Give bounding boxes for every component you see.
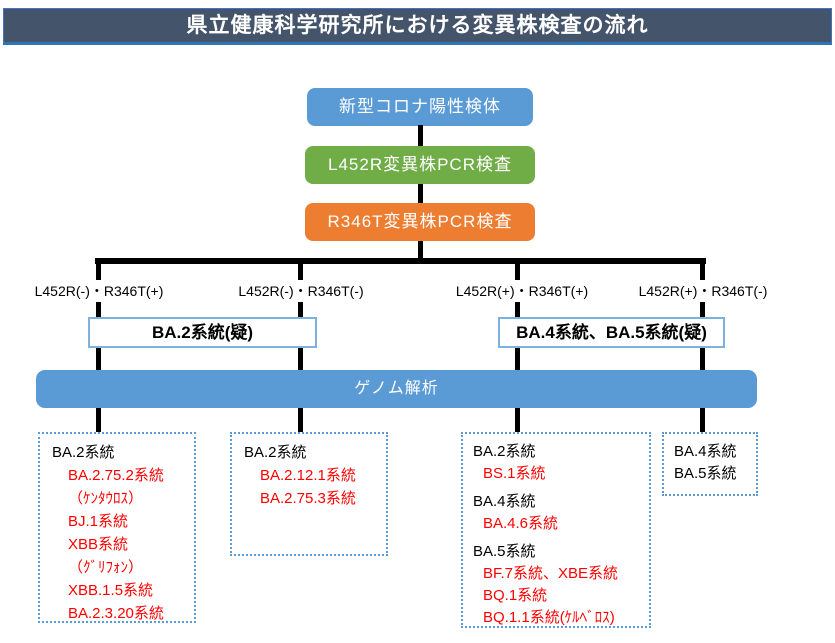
lineage-line: BA.4.6系統	[483, 515, 559, 532]
lineage-line: BQ.1系統	[483, 587, 548, 604]
lineage-line: BQ.1.1系統(ｹﾙﾍﾞﾛｽ)	[483, 609, 615, 626]
connector-line	[418, 184, 423, 203]
branch-label-4: L452R(+)・R346T(-)	[626, 280, 780, 302]
lineage-line: BF.7系統、XBE系統	[483, 565, 619, 582]
lineage-line: BA.5系統	[674, 465, 737, 482]
connector-line	[95, 258, 706, 264]
lineage-line: （ｸﾞﾘﾌｫﾝ）	[68, 559, 144, 576]
page-title: 県立健康科学研究所における変異株検査の流れ	[3, 8, 832, 45]
lineage-line: BA.2系統	[473, 443, 536, 460]
lineage-line: BA.4系統	[473, 493, 536, 510]
branch-label-1: L452R(-)・R346T(+)	[22, 280, 176, 302]
branch-label-2: L452R(-)・R346T(-)	[224, 280, 378, 302]
specimen-box: 新型コロナ陽性検体	[307, 88, 533, 126]
lineage-line: XBB.1.5系統	[68, 582, 154, 599]
result-box-2: BA.2系統 BA.2.12.1系統 BA.2.75.3系統	[230, 432, 388, 556]
lineage-line: BA.2系統	[52, 444, 115, 461]
connector-line	[700, 406, 705, 432]
result-box-4: BA.4系統 BA.5系統	[662, 432, 758, 496]
result-box-3: BA.2系統 BS.1系統 BA.4系統 BA.4.6系統 BA.5系統 BF.…	[461, 432, 651, 628]
lineage-line: BS.1系統	[483, 465, 546, 482]
connector-line	[298, 406, 303, 432]
connector-line	[418, 241, 423, 260]
lineage-line: BA.2.12.1系統	[260, 467, 356, 484]
lineage-line: BA.2.3.20系統	[68, 605, 164, 622]
pcr-r346t-box: R346T変異株PCR検査	[305, 203, 535, 241]
lineage-line: BJ.1系統	[68, 513, 129, 530]
connector-line	[418, 125, 423, 146]
lineage-line: （ｹﾝﾀｳﾛｽ）	[68, 490, 144, 507]
lineage-line: BA.2系統	[244, 444, 307, 461]
lineage-line: BA.2.75.3系統	[260, 490, 356, 507]
pcr-l452r-box: L452R変異株PCR検査	[305, 146, 535, 184]
suspect-box-ba45: BA.4系統、BA.5系統(疑)	[498, 317, 725, 348]
branch-label-3: L452R(+)・R346T(+)	[445, 280, 599, 302]
connector-line	[96, 406, 101, 432]
result-box-1: BA.2系統 BA.2.75.2系統 （ｹﾝﾀｳﾛｽ） BJ.1系統 XBB系統…	[38, 432, 196, 623]
suspect-box-ba2: BA.2系統(疑)	[88, 317, 317, 348]
lineage-line: BA.4系統	[674, 443, 737, 460]
lineage-line: BA.5系統	[473, 543, 536, 560]
lineage-line: XBB系統	[68, 536, 129, 553]
genome-analysis-bar: ゲノム解析	[36, 370, 757, 408]
connector-line	[515, 406, 520, 432]
lineage-line: BA.2.75.2系統	[68, 467, 164, 484]
